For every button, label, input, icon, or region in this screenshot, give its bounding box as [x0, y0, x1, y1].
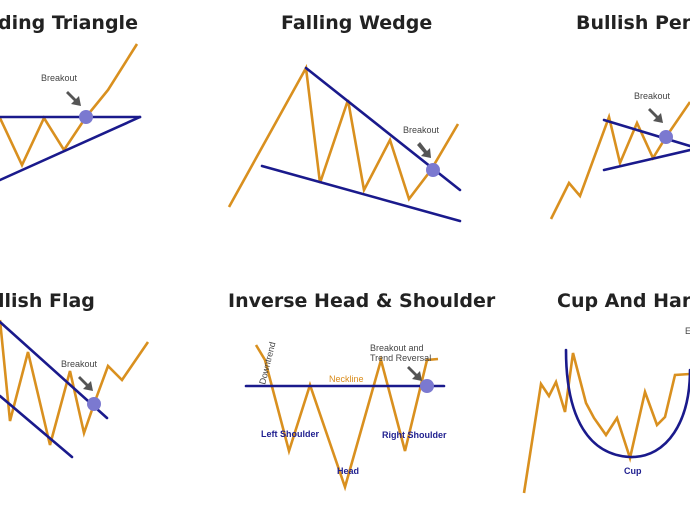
support-line	[0, 115, 142, 182]
panel-cup-and-handle: Cup And Hand Cup E	[522, 290, 690, 494]
arrow-icon	[648, 108, 663, 123]
right-shoulder-label: Right Shoulder	[382, 430, 447, 440]
price-line	[0, 319, 150, 446]
panel-title: Falling Wedge	[281, 12, 432, 34]
breakout-label: Breakout	[634, 91, 671, 101]
price-line	[0, 43, 139, 169]
support-line	[602, 148, 690, 172]
panel-title: Inverse Head & Shoulder	[228, 290, 496, 312]
breakout-point	[659, 130, 673, 144]
price-line	[549, 101, 690, 220]
panel-ascending-triangle: ding Triangle Breakout	[0, 12, 142, 182]
price-line	[227, 63, 460, 208]
support-line	[0, 394, 74, 459]
panel-title: Cup And Hand	[557, 290, 690, 312]
panel-title: Bullish Penn	[576, 12, 690, 34]
price-line	[522, 352, 690, 494]
breakout-label: Breakout	[41, 73, 78, 83]
partial-label: E	[685, 326, 690, 336]
panel-falling-wedge: Falling Wedge Breakout	[227, 12, 462, 223]
breakout-point	[420, 379, 434, 393]
panel-title: ding Triangle	[0, 12, 138, 34]
panel-bullish-flag: llish Flag Breakout	[0, 290, 150, 459]
arrow-icon	[407, 366, 422, 381]
head-label: Head	[337, 466, 359, 476]
neckline-label: Neckline	[329, 374, 364, 384]
support-line	[260, 164, 462, 223]
price-line	[254, 344, 439, 492]
arrow-icon	[66, 91, 81, 106]
resistance-line	[602, 118, 690, 148]
panel-bullish-pennant: Bullish Penn Breakout	[549, 12, 690, 220]
arrow-icon	[417, 142, 431, 158]
breakout-label: Breakout	[61, 359, 98, 369]
breakout-label-line2: Trend Reversal	[370, 353, 431, 363]
panel-title: llish Flag	[0, 290, 95, 312]
breakout-label-line1: Breakout and	[370, 343, 424, 353]
left-shoulder-label: Left Shoulder	[261, 429, 319, 439]
breakout-point	[87, 397, 101, 411]
panel-inverse-head-shoulder: Inverse Head & Shoulder Downtrend Neckli…	[228, 290, 496, 492]
breakout-label: Breakout	[403, 125, 440, 135]
downtrend-label: Downtrend	[257, 341, 277, 386]
breakout-point	[79, 110, 93, 124]
arrow-icon	[78, 376, 93, 391]
cup-label: Cup	[624, 466, 642, 476]
cup-curve	[564, 348, 690, 459]
breakout-point	[426, 163, 440, 177]
